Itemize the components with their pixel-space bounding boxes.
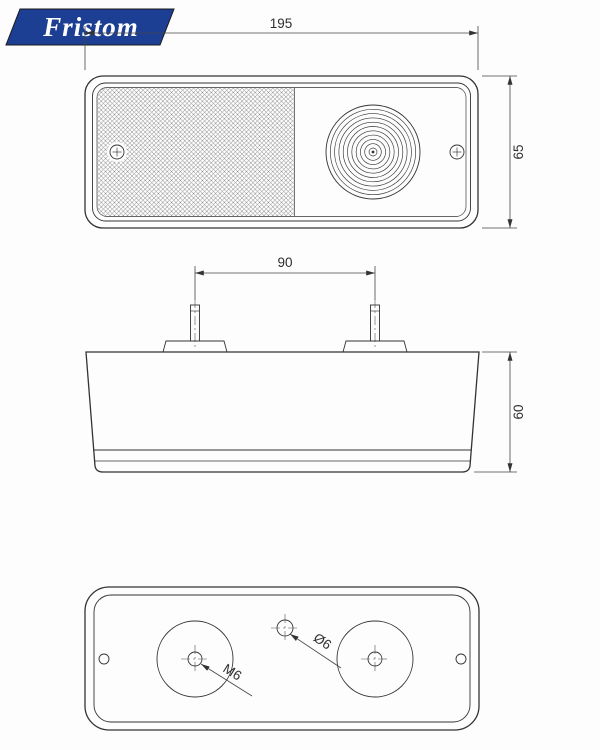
back-view: M6 Ø6 <box>84 586 480 731</box>
front-screw-left <box>107 142 127 162</box>
back-boss-left <box>156 620 234 698</box>
dimension-stud-spacing: 90 <box>194 255 376 300</box>
dimension-front-height: 65 <box>482 75 526 229</box>
fresnel-rings <box>325 104 421 200</box>
dimension-label-front-width: 195 <box>270 16 293 31</box>
back-boss-right <box>336 620 414 698</box>
dimension-side-height: 60 <box>474 351 526 473</box>
back-hole-right <box>455 653 467 665</box>
dimension-front-width: 195 <box>84 16 479 70</box>
dimension-label-side-height: 60 <box>511 404 526 419</box>
logo-parallelogram <box>5 8 175 46</box>
back-hole-left <box>98 653 110 665</box>
callout-hole-diameter: Ø6 <box>289 630 342 669</box>
label-screw-thread: M6 <box>220 661 244 684</box>
lamp-back-outline <box>84 586 480 731</box>
back-center-hole <box>271 614 299 642</box>
front-view: 195 <box>84 16 526 229</box>
lamp-side-outline <box>85 351 480 473</box>
logo-text: Fristom <box>42 12 139 42</box>
front-screw-right <box>449 144 465 160</box>
label-hole-diameter: Ø6 <box>311 630 334 653</box>
lamp-front-outline <box>84 75 479 229</box>
lens-hatch-texture <box>97 88 295 216</box>
dimension-label-front-height: 65 <box>511 144 526 159</box>
mounting-stud-left <box>162 299 228 353</box>
dimension-label-stud-spacing: 90 <box>277 255 292 270</box>
callout-screw-thread: M6 <box>200 661 253 697</box>
side-view: 90 60 <box>85 255 526 473</box>
fristom-logo: Fristom <box>5 8 175 46</box>
mounting-stud-right <box>342 299 408 353</box>
